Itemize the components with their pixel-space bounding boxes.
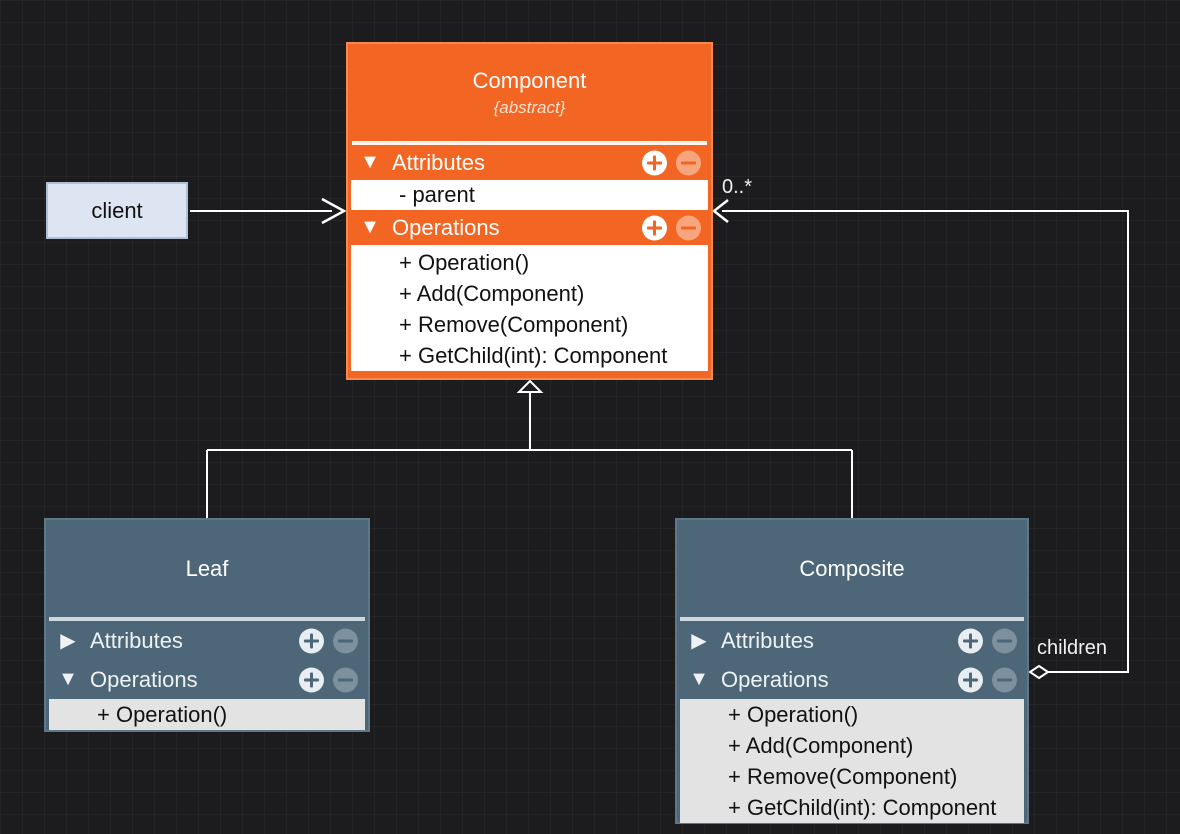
operations-section-header[interactable]: ▼ Operations	[677, 660, 1027, 699]
section-title: Attributes	[392, 149, 485, 175]
role-label: children	[1037, 637, 1108, 659]
composite-class[interactable]: Composite ▶ Attributes ▼ Operations + Op…	[675, 518, 1029, 824]
triangle-down-icon[interactable]: ▼	[689, 668, 709, 690]
generalization-arrowhead	[516, 379, 544, 393]
minus-circle-icon[interactable]	[676, 150, 701, 175]
composite-header: Composite	[677, 520, 1027, 617]
section-title: Operations	[90, 666, 198, 692]
operation-item[interactable]: + Operation()	[97, 701, 228, 727]
multiplicity-label: 0..*	[722, 176, 753, 198]
header-divider	[49, 617, 365, 621]
aggregation-line	[722, 210, 1129, 673]
operation-item[interactable]: + Operation()	[399, 249, 530, 275]
header-divider	[680, 617, 1024, 621]
minus-circle-icon[interactable]	[676, 215, 701, 240]
attributes-section-header[interactable]: ▼ Attributes	[348, 145, 711, 180]
minus-circle-icon[interactable]	[333, 628, 358, 653]
operation-item[interactable]: + Add(Component)	[399, 280, 585, 306]
attributes-section-header[interactable]: ▶ Attributes	[677, 621, 1027, 660]
attributes-list: - parent	[351, 180, 708, 210]
minus-circle-icon[interactable]	[333, 667, 358, 692]
operations-section-header[interactable]: ▼ Operations	[348, 210, 711, 245]
header-divider	[352, 141, 707, 145]
operation-item[interactable]: + GetChild(int): Component	[728, 794, 997, 820]
minus-circle-icon[interactable]	[992, 667, 1017, 692]
operation-item[interactable]: + GetChild(int): Component	[399, 342, 668, 368]
minus-circle-icon[interactable]	[992, 628, 1017, 653]
class-name: Leaf	[185, 555, 229, 581]
client-label: client	[91, 197, 143, 223]
triangle-right-icon[interactable]: ▶	[691, 630, 707, 652]
plus-circle-icon[interactable]	[299, 628, 324, 653]
operations-list: + Operation() + Add(Component) + Remove(…	[680, 699, 1024, 823]
operation-item[interactable]: + Operation()	[728, 701, 859, 727]
section-title: Operations	[721, 666, 829, 692]
plus-circle-icon[interactable]	[642, 215, 667, 240]
plus-circle-icon[interactable]	[958, 628, 983, 653]
leaf-class[interactable]: Leaf ▶ Attributes ▼ Operations + Operati…	[44, 518, 370, 732]
leaf-header: Leaf	[46, 520, 368, 617]
attributes-section-header[interactable]: ▶ Attributes	[46, 621, 368, 660]
operation-item[interactable]: + Remove(Component)	[399, 311, 629, 337]
class-stereotype: {abstract}	[493, 97, 566, 117]
operations-list: + Operation()	[49, 699, 365, 730]
class-name: Component	[472, 67, 587, 93]
operation-item[interactable]: + Remove(Component)	[728, 763, 958, 789]
section-title: Attributes	[90, 627, 183, 653]
client-association-arrowhead	[321, 197, 347, 225]
operation-item[interactable]: + Add(Component)	[728, 732, 914, 758]
operations-section-header[interactable]: ▼ Operations	[46, 660, 368, 699]
component-class[interactable]: Component {abstract} ▼ Attributes - pare…	[346, 42, 713, 380]
aggregation-diamond	[1028, 664, 1050, 680]
component-header: Component {abstract}	[348, 44, 711, 141]
triangle-down-icon[interactable]: ▼	[360, 151, 380, 173]
aggregation-arrowhead	[711, 199, 729, 223]
section-title: Operations	[392, 214, 500, 240]
triangle-down-icon[interactable]: ▼	[360, 216, 380, 238]
plus-circle-icon[interactable]	[642, 150, 667, 175]
plus-circle-icon[interactable]	[299, 667, 324, 692]
triangle-right-icon[interactable]: ▶	[60, 630, 76, 652]
operations-list: + Operation() + Add(Component) + Remove(…	[351, 245, 708, 371]
triangle-down-icon[interactable]: ▼	[58, 668, 78, 690]
class-name: Composite	[799, 555, 905, 581]
attribute-item[interactable]: - parent	[399, 182, 475, 207]
client-box[interactable]: client	[46, 182, 188, 239]
section-title: Attributes	[721, 627, 814, 653]
plus-circle-icon[interactable]	[958, 667, 983, 692]
